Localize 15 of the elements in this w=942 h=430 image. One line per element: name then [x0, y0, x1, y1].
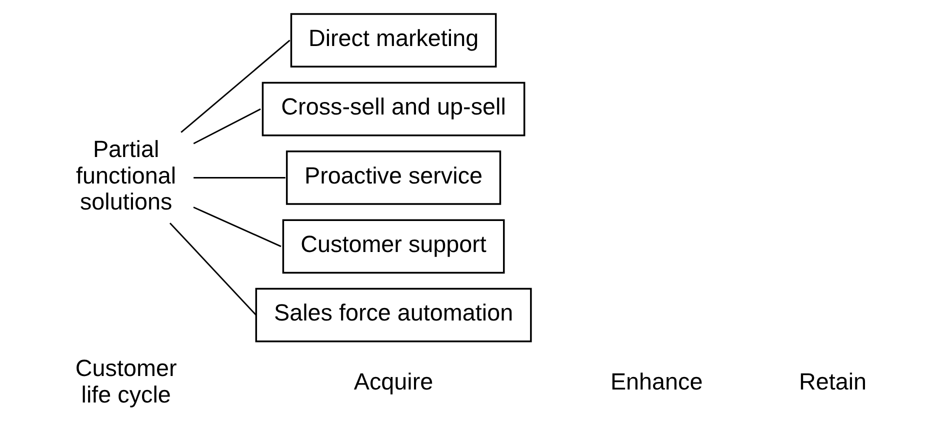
- connector: [169, 222, 257, 316]
- node-box: Direct marketing: [290, 13, 497, 68]
- label: Customer life cycle: [75, 355, 177, 408]
- connector: [193, 206, 282, 248]
- connector: [194, 177, 286, 178]
- connector: [193, 108, 261, 144]
- label: Enhance: [610, 368, 703, 394]
- node-box: Cross-sell and up-sell: [262, 82, 526, 136]
- node-box: Sales force automation: [255, 288, 532, 342]
- label: Retain: [798, 368, 867, 394]
- connector: [180, 40, 290, 133]
- node-box: Customer support: [282, 219, 505, 274]
- label: Acquire: [354, 368, 434, 394]
- node-text: Partial functional solutions: [76, 136, 176, 215]
- node-box: Proactive service: [286, 150, 502, 205]
